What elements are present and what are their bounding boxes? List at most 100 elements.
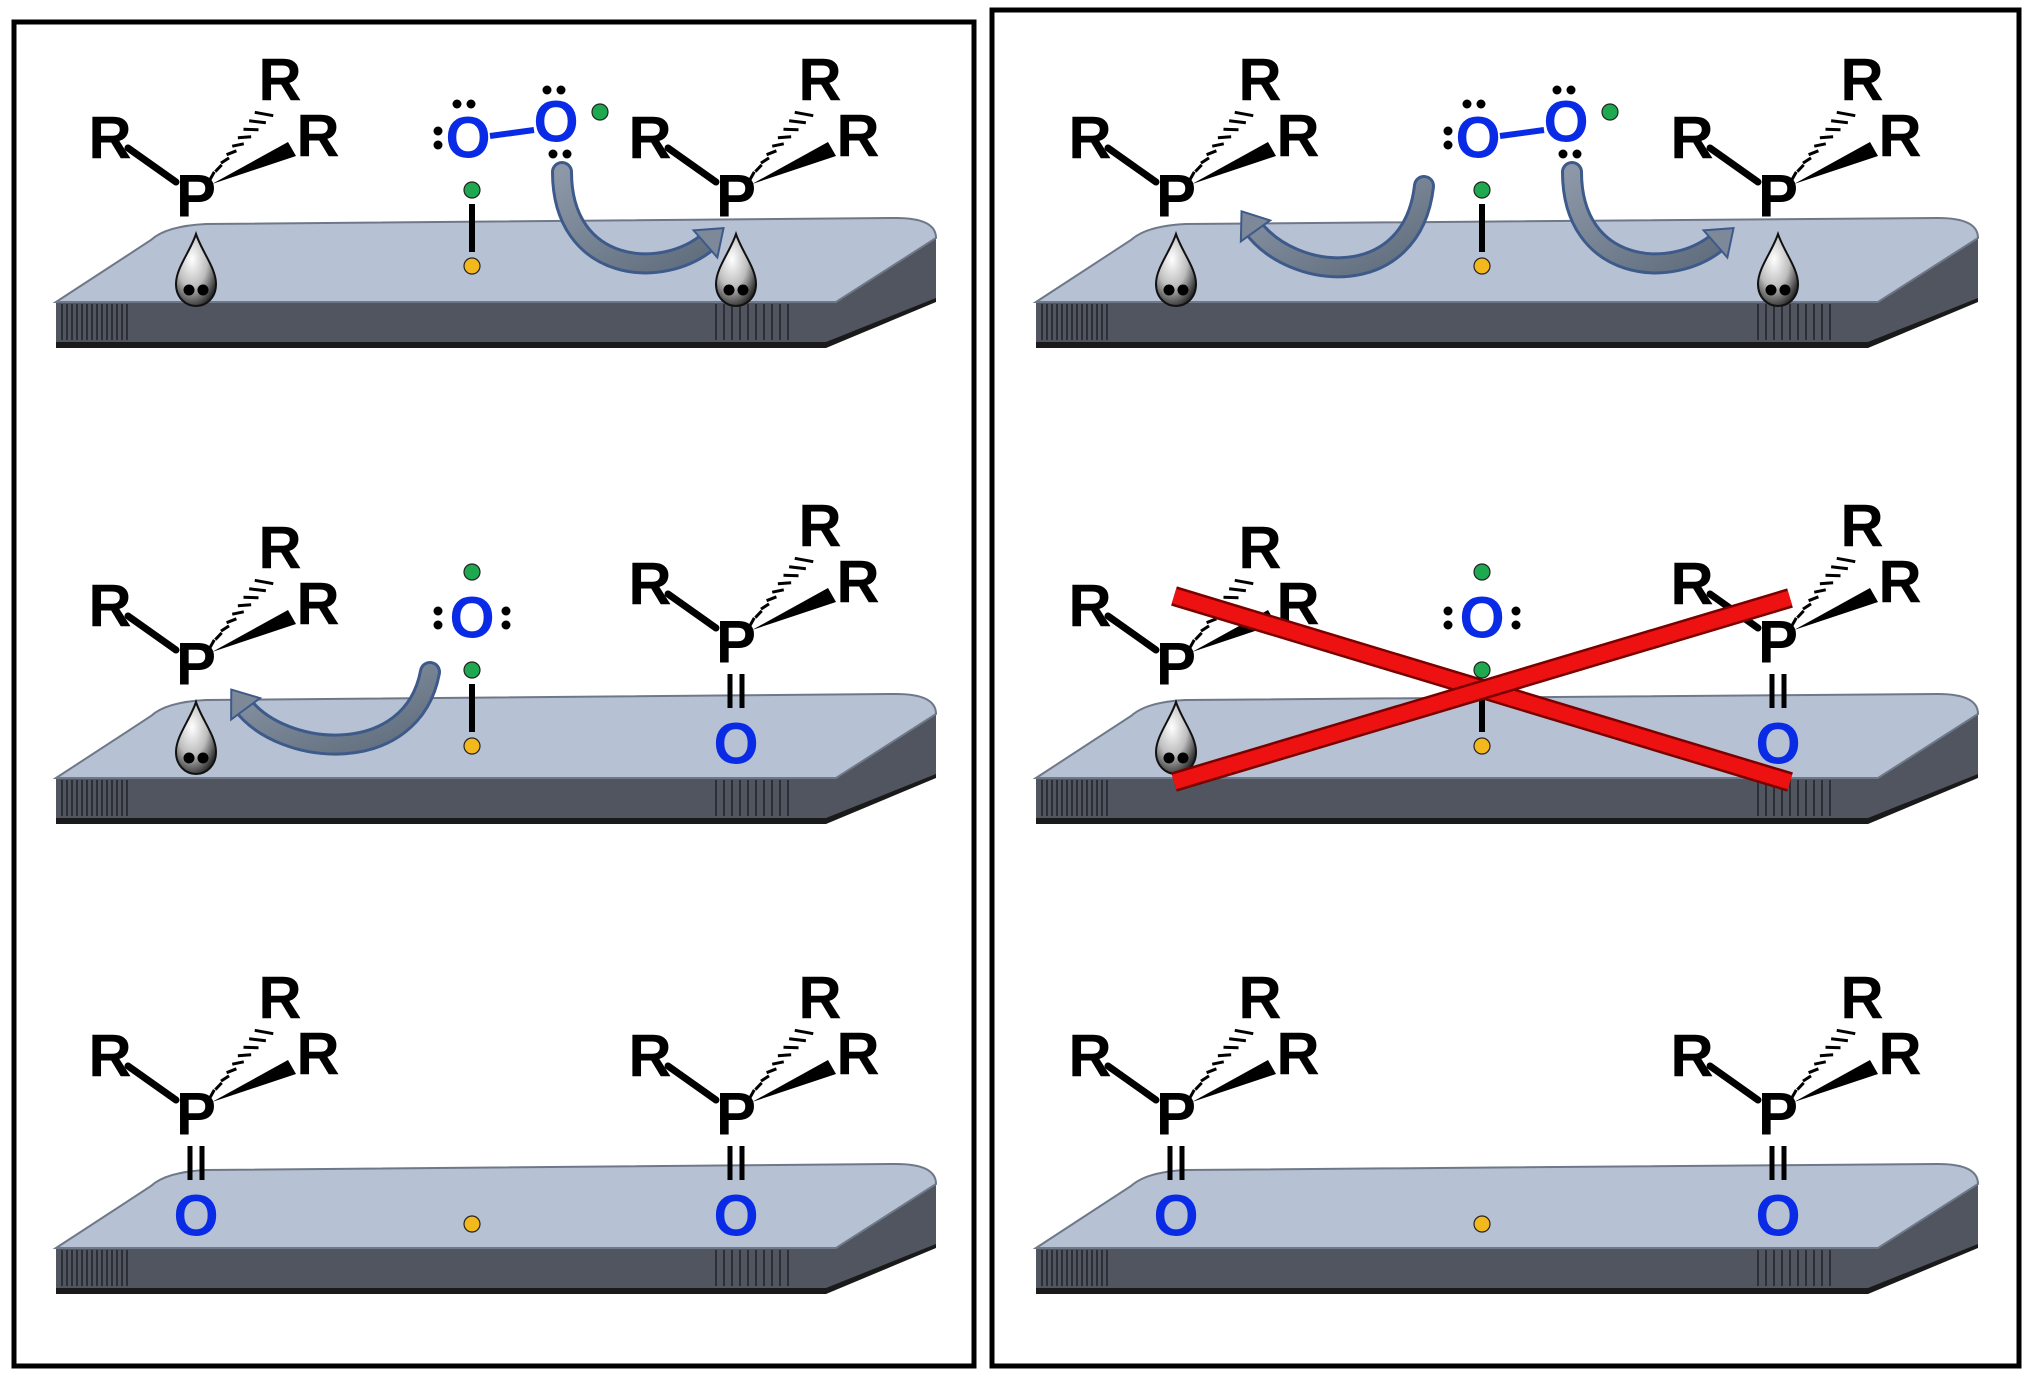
hash-line <box>220 1074 230 1083</box>
r-group-label: R <box>798 493 841 560</box>
r-group-label: R <box>628 551 671 618</box>
wedge-bond <box>752 142 836 184</box>
hash-line <box>1836 110 1856 118</box>
lone-pair-electron <box>1443 606 1453 616</box>
unpaired-electron-dot <box>463 661 481 679</box>
drop-electron <box>723 284 735 296</box>
hash-line <box>214 631 223 641</box>
hash-line <box>754 163 763 173</box>
hash-line <box>254 1028 274 1036</box>
hash-line <box>1830 565 1849 571</box>
hash-line <box>788 1037 807 1043</box>
hash-line <box>1819 135 1834 140</box>
bond-r-left <box>1706 144 1762 186</box>
lone-pair-drop-icon <box>1154 230 1198 308</box>
bond-r-left <box>124 144 180 186</box>
arrow-head <box>691 227 725 260</box>
phosphorus-label: P <box>716 609 756 676</box>
r-group-label: R <box>296 1021 339 1088</box>
hash-line <box>1200 156 1210 165</box>
bond-r-left <box>1104 1062 1160 1104</box>
hash-line <box>220 624 230 633</box>
hash-line <box>1211 1060 1225 1066</box>
peroxo-oxygen-label: O <box>1455 106 1500 171</box>
oxide-oxygen-label: O <box>1755 1184 1800 1249</box>
drop-electron <box>1163 752 1175 764</box>
oxo-oxygen-label: O <box>449 586 494 651</box>
hash-line <box>1790 617 1798 627</box>
lone-pair-electron <box>1443 140 1453 150</box>
hash-line <box>254 578 274 586</box>
hash-line <box>208 1089 216 1099</box>
hash-line <box>766 149 777 157</box>
o-o-bond <box>1499 127 1545 139</box>
lone-pair-electron <box>1552 85 1562 95</box>
unpaired-electron-dot <box>1601 103 1619 121</box>
hash-line <box>777 1053 792 1058</box>
hash-line <box>237 603 252 608</box>
hash-line <box>237 135 252 140</box>
hash-line <box>1819 581 1834 586</box>
surface-slab <box>52 692 938 824</box>
drop-electron <box>737 284 749 296</box>
r-group-label: R <box>628 1023 671 1090</box>
hash-line <box>220 156 230 165</box>
hash-line <box>226 1067 237 1075</box>
r-group-label: R <box>1238 515 1281 582</box>
wedge-bond <box>1794 142 1878 184</box>
wedge-bond <box>1192 142 1276 184</box>
surface-atom-dot <box>463 257 481 275</box>
hash-line <box>1790 171 1798 181</box>
surface-slab <box>1032 692 1980 824</box>
r-group-label: R <box>296 103 339 170</box>
slab-top <box>52 1162 938 1249</box>
hash-line <box>1228 1037 1247 1043</box>
hash-line <box>766 1067 777 1075</box>
hash-line <box>1836 556 1856 564</box>
unpaired-electron-dot <box>1473 661 1491 679</box>
r-group-label: R <box>258 47 301 114</box>
peroxo-oxygen-label: O <box>1543 90 1588 155</box>
r-group-label: R <box>88 105 131 172</box>
hash-line <box>1813 1060 1827 1066</box>
arrow-head <box>1239 209 1273 244</box>
hash-line <box>1819 1053 1834 1058</box>
lone-pair-electron <box>433 606 443 616</box>
bond-r-left <box>124 1062 180 1104</box>
r-group-label: R <box>1840 965 1883 1032</box>
wedge-bond <box>752 588 836 630</box>
hash-line <box>1188 171 1196 181</box>
lone-pair-electron <box>433 140 443 150</box>
bond-r-left <box>664 1062 720 1104</box>
r-group-label: R <box>1840 493 1883 560</box>
r-group-label: R <box>1670 1023 1713 1090</box>
phosphorus-label: P <box>716 163 756 230</box>
r-group-label: R <box>1068 105 1111 172</box>
lone-pair-electron <box>433 620 443 630</box>
r-group-label: R <box>1276 103 1319 170</box>
r-group-label: R <box>1238 47 1281 114</box>
r-group-label: R <box>1878 549 1921 616</box>
lone-pair-electron <box>433 126 443 136</box>
hash-line <box>788 119 807 125</box>
drop-electron <box>1177 284 1189 296</box>
hash-line <box>1802 156 1812 165</box>
r-group-label: R <box>1068 1023 1111 1090</box>
red-cross-icon <box>1171 586 1793 792</box>
hash-line <box>1830 119 1849 125</box>
surface-oxo: O <box>433 563 511 755</box>
unpaired-electron-dot <box>463 181 481 199</box>
hash-line <box>788 565 807 571</box>
bond-r-left <box>1104 144 1160 186</box>
hash-line <box>1234 578 1254 586</box>
hash-line <box>1188 639 1196 649</box>
surface-atom-dot <box>1473 737 1491 755</box>
o-o-bond <box>489 127 535 139</box>
hash-line <box>208 639 216 649</box>
